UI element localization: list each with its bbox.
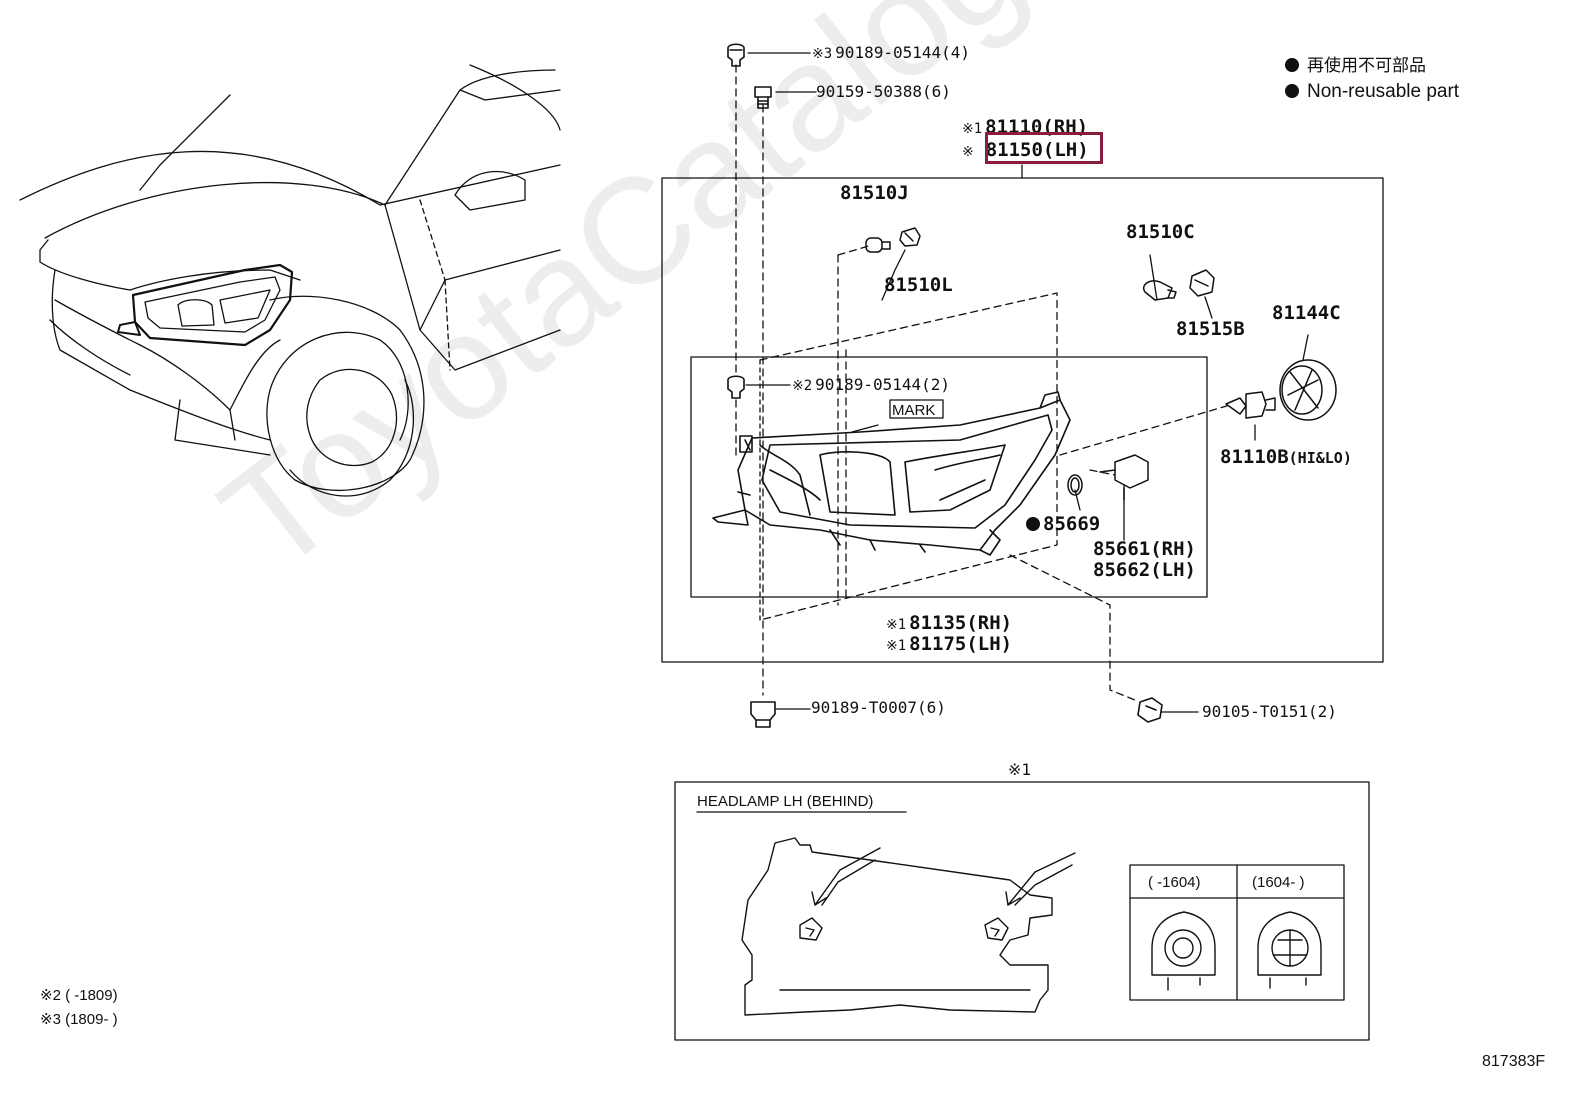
bolt-icon-bottom bbox=[750, 701, 776, 728]
part-label-81510J[interactable]: 81510J bbox=[840, 182, 909, 204]
socket-81515B-icon bbox=[1189, 269, 1215, 297]
part-suffix: (HI&LO) bbox=[1288, 449, 1352, 467]
screw-icon bbox=[754, 86, 772, 109]
part-label-81515B[interactable]: 81515B bbox=[1176, 318, 1245, 340]
headlamp-behind-drawing bbox=[741, 837, 1053, 1016]
table-col-before: ( -1604) bbox=[1148, 874, 1201, 891]
footnote-2: ※2 ( -1809) bbox=[40, 987, 118, 1004]
part-label-81150-lh[interactable]: ※ 81150(LH) bbox=[962, 141, 1089, 160]
part-number: 81110B bbox=[1220, 446, 1289, 468]
part-label-81144C[interactable]: 81144C bbox=[1272, 302, 1341, 324]
bulb-81110B-icon bbox=[1225, 391, 1276, 419]
note-mark: ※1 bbox=[886, 638, 907, 654]
part-number: 81150(LH) bbox=[985, 139, 1089, 161]
part-number: 90189-05144(4) bbox=[835, 43, 971, 62]
note-mark: ※1 bbox=[886, 617, 907, 633]
cap-81144C-icon bbox=[1279, 359, 1337, 421]
assembly-frame bbox=[661, 177, 1384, 663]
part-label-81510L[interactable]: 81510L bbox=[884, 274, 953, 296]
bulb-81510C-icon bbox=[1143, 280, 1177, 301]
legend-jp: 再使用不可部品 bbox=[1307, 56, 1426, 76]
socket-before-icon bbox=[1151, 911, 1216, 991]
mark-tag: MARK bbox=[892, 402, 936, 419]
clip-icon-2 bbox=[727, 375, 745, 399]
filled-dot-icon bbox=[1285, 84, 1299, 98]
bulb-81510J-icon bbox=[865, 237, 891, 253]
note-mark: ※ bbox=[962, 144, 974, 160]
legend-jp-row: 再使用不可部品 bbox=[1285, 56, 1426, 75]
part-number: 90189-05144(2) bbox=[815, 375, 951, 394]
legend-en-row: Non-reusable part bbox=[1285, 82, 1459, 101]
actuator-85661-icon bbox=[1099, 454, 1149, 501]
part-label-85662-lh[interactable]: 85662(LH) bbox=[1093, 559, 1196, 581]
table-col-after: (1604- ) bbox=[1252, 874, 1305, 891]
part-label-90159-50388[interactable]: 90159-50388(6) bbox=[816, 82, 951, 101]
filled-dot-icon bbox=[1285, 58, 1299, 72]
bolt-icon-right bbox=[1137, 697, 1163, 723]
part-label-85669[interactable]: 85669 bbox=[1026, 515, 1100, 534]
part-label-81110B[interactable]: 81110B(HI&LO) bbox=[1220, 448, 1352, 467]
part-label-90189-T0007[interactable]: 90189-T0007(6) bbox=[811, 698, 946, 717]
housing-subframe bbox=[690, 356, 1208, 598]
part-label-81510C[interactable]: 81510C bbox=[1126, 221, 1195, 243]
note-mark: ※1 bbox=[962, 121, 983, 137]
part-number: 81135(RH) bbox=[909, 612, 1013, 634]
note-mark: ※2 bbox=[792, 378, 813, 394]
detail-frame bbox=[674, 781, 1370, 1041]
vehicle-front-illustration bbox=[19, 64, 561, 497]
part-label-85661-rh[interactable]: 85661(RH) bbox=[1093, 538, 1196, 560]
note-mark: ※3 bbox=[812, 46, 833, 62]
part-number: 85669 bbox=[1043, 513, 1101, 535]
detail-title: HEADLAMP LH (BEHIND) bbox=[697, 793, 874, 810]
part-number: 81175(LH) bbox=[909, 633, 1013, 655]
detail-reference-mark: ※1 bbox=[1008, 760, 1032, 779]
footnote-3: ※3 (1809- ) bbox=[40, 1011, 118, 1028]
part-label-90105-T0151[interactable]: 90105-T0151(2) bbox=[1202, 702, 1337, 721]
headlamp-unit-drawing bbox=[712, 391, 1071, 556]
arrow-icon bbox=[811, 847, 1076, 906]
socket-81510L-icon bbox=[899, 227, 921, 247]
part-number: 81110(RH) bbox=[985, 116, 1089, 138]
clip-icon bbox=[727, 43, 745, 67]
diagram-code: 817383F bbox=[1482, 1053, 1546, 1070]
legend-en: Non-reusable part bbox=[1307, 81, 1460, 102]
non-reusable-dot-icon bbox=[1026, 517, 1040, 531]
socket-after-icon bbox=[1257, 911, 1322, 989]
o-ring-icon bbox=[1067, 474, 1083, 496]
